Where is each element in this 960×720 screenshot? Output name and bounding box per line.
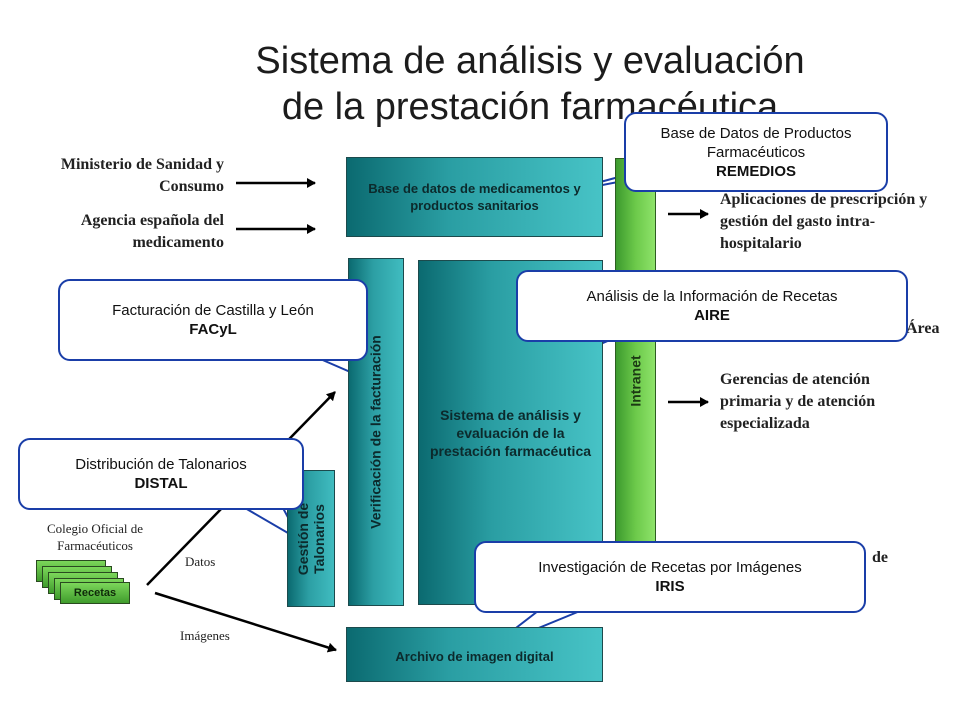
callout-distal: Distribución de Talonarios DISTAL: [18, 438, 304, 510]
callout-remedios: Base de Datos de Productos Farmacéuticos…: [624, 112, 888, 192]
callout-facyl-acronym: FACyL: [189, 321, 237, 338]
callout-iris-acronym: IRIS: [655, 578, 685, 595]
verificacion-column: Verificación de la facturación: [348, 258, 404, 606]
dest-de: de: [872, 549, 888, 566]
verificacion-label: Verificación de la facturación: [367, 335, 384, 529]
source-agencia: Agencia española del medicamento: [80, 212, 224, 251]
callout-facyl: Facturación de Castilla y León FACyL: [58, 279, 368, 361]
colegio-label: Colegio Oficial de Farmacéuticos: [46, 521, 144, 553]
callout-iris: Investigación de Recetas por Imágenes IR…: [474, 541, 866, 613]
callout-distal-text: Distribución de Talonarios: [75, 456, 247, 473]
callout-iris-text: Investigación de Recetas por Imágenes: [538, 559, 802, 576]
sistema-label: Sistema de análisis y evaluación de la p…: [429, 406, 592, 459]
base-datos-box: Base de datos de medicamentos y producto…: [346, 157, 603, 237]
dest-aplicaciones: Aplicaciones de prescripción y gestión d…: [720, 191, 928, 252]
title-line-1: Sistema de análisis y evaluación: [255, 40, 805, 82]
imagenes-label: Imágenes: [180, 628, 230, 643]
datos-label: Datos: [185, 554, 216, 569]
callout-aire: Análisis de la Información de Recetas AI…: [516, 270, 908, 342]
callout-aire-acronym: AIRE: [694, 307, 730, 324]
archivo-label: Archivo de imagen digital: [395, 649, 554, 664]
page-title: Sistema de análisis y evaluación de la p…: [160, 38, 900, 130]
intranet-column: Intranet: [615, 158, 656, 604]
callout-distal-acronym: DISTAL: [134, 475, 188, 492]
base-datos-label: Base de datos de medicamentos y producto…: [368, 181, 581, 213]
recetas-card-label: Recetas: [60, 582, 130, 604]
archivo-box: Archivo de imagen digital: [346, 627, 603, 682]
dest-gerencias: Gerencias de atención primaria y de aten…: [720, 371, 876, 432]
recetas-stack: Recetas: [36, 560, 146, 608]
arrow-colegio-imagenes: [154, 591, 337, 653]
source-ministerio: Ministerio de Sanidad y Consumo: [60, 156, 224, 195]
intranet-label: Intranet: [627, 355, 643, 407]
dest-area: Área: [906, 320, 940, 337]
callout-facyl-text: Facturación de Castilla y León: [112, 302, 314, 319]
callout-remedios-acronym: REMEDIOS: [715, 162, 796, 180]
callout-aire-text: Análisis de la Información de Recetas: [586, 288, 838, 305]
callout-remedios-text: Base de Datos de Productos Farmacéuticos: [660, 124, 852, 161]
